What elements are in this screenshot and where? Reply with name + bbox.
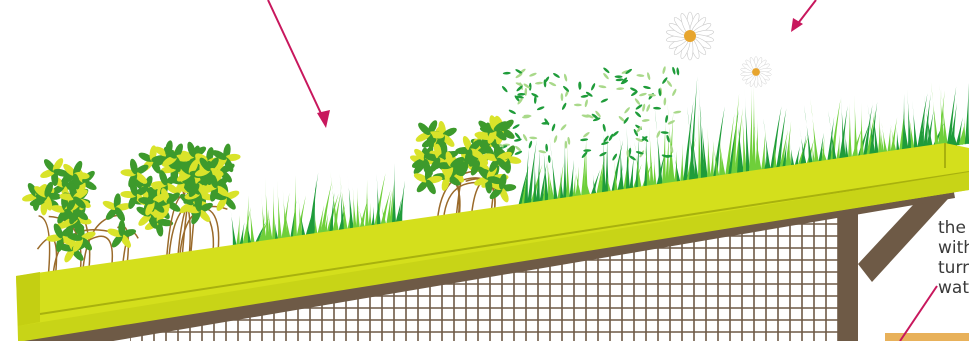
wood-plank (885, 333, 969, 341)
daisy-flower-small (740, 56, 771, 87)
roof-lip (16, 272, 40, 326)
arrow-left (268, 0, 330, 128)
annotation-line-4: wat (938, 278, 969, 298)
arrow-annotation (900, 286, 937, 341)
arrow-right (791, 0, 816, 32)
annotation-line-3: turn (938, 258, 969, 278)
annotation-text: the with turn wat (938, 218, 969, 298)
annotation-line-2: with (938, 238, 969, 258)
daisy-flower (666, 12, 714, 60)
annotation-line-1: the (938, 218, 969, 238)
